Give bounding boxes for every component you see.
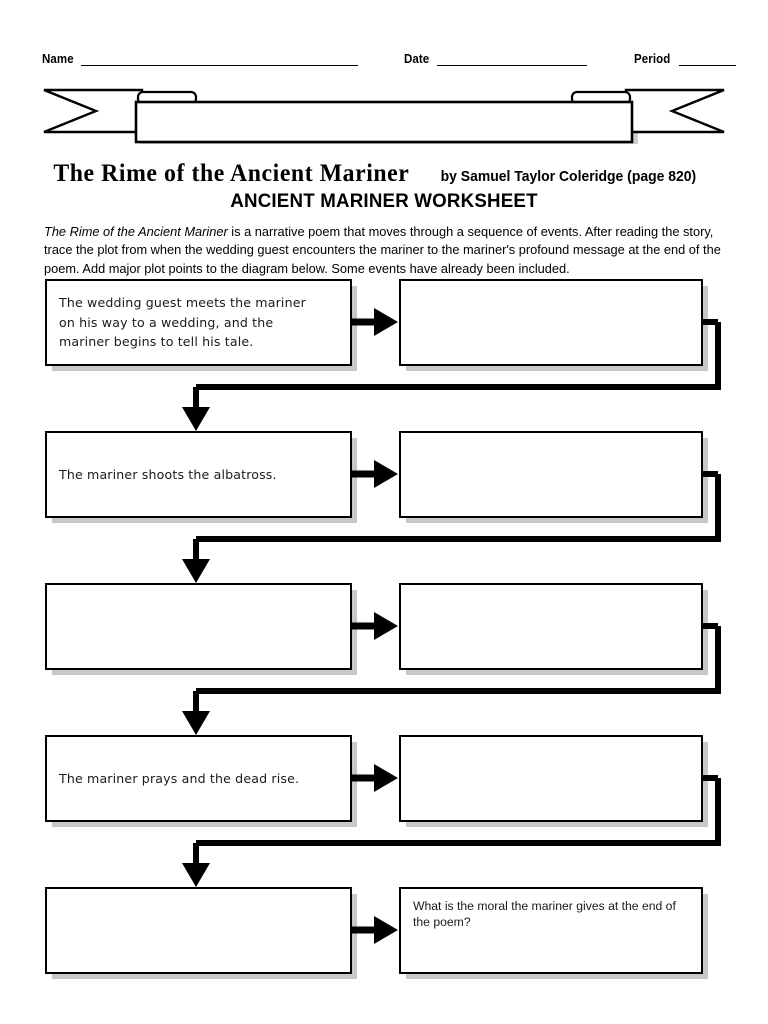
plot-box-5-right[interactable]: What is the moral the mariner gives at t… xyxy=(399,887,703,974)
date-input-rule[interactable] xyxy=(436,52,587,66)
name-label: Name xyxy=(42,52,74,66)
name-field[interactable]: Name xyxy=(42,52,359,66)
plot-box-2-left[interactable]: The mariner shoots the albatross. xyxy=(45,431,352,518)
plot-box-3-left[interactable] xyxy=(45,583,352,670)
plot-box-2-right[interactable] xyxy=(399,431,703,518)
plot-box-5-right-text: What is the moral the mariner gives at t… xyxy=(413,899,676,929)
ribbon-banner-graphic xyxy=(43,88,725,144)
down-arrowheads xyxy=(182,407,210,887)
ribbon-banner: ANCIENT MARINER WORKSHEET xyxy=(0,86,768,212)
plot-box-3-right[interactable] xyxy=(399,583,703,670)
poem-title-line: The Rime of the Ancient Mariner by Samue… xyxy=(44,160,744,190)
plot-box-1-right[interactable] xyxy=(399,279,703,366)
plot-box-4-left[interactable]: The mariner prays and the dead rise. xyxy=(45,735,352,822)
instructions-paragraph: The Rime of the Ancient Mariner is a nar… xyxy=(44,223,734,279)
diagram-connectors xyxy=(182,308,721,944)
instructions-body: is a narrative poem that moves through a… xyxy=(44,223,721,276)
plot-box-1-left-text: The wedding guest meets the mariner on h… xyxy=(59,295,306,349)
period-label: Period xyxy=(634,52,671,66)
plot-box-4-left-text: The mariner prays and the dead rise. xyxy=(59,770,300,786)
date-label: Date xyxy=(404,52,430,66)
poem-title: The Rime of the Ancient Mariner xyxy=(53,160,410,187)
period-field[interactable]: Period xyxy=(634,52,736,66)
plot-box-4-right[interactable] xyxy=(399,735,703,822)
student-info-row: Name Date Period xyxy=(0,44,768,66)
plot-box-2-left-text: The mariner shoots the albatross. xyxy=(59,466,277,482)
name-input-rule[interactable] xyxy=(81,52,359,66)
banner-title: ANCIENT MARINER WORKSHEET xyxy=(230,190,538,212)
instructions-title-italic: The Rime of the Ancient Mariner xyxy=(44,223,228,239)
date-field[interactable]: Date xyxy=(404,52,587,66)
plot-flow-diagram: The wedding guest meets the mariner on h… xyxy=(0,276,768,988)
poem-byline: by Samuel Taylor Coleridge (page 820) xyxy=(440,168,696,185)
plot-box-1-left[interactable]: The wedding guest meets the mariner on h… xyxy=(45,279,352,366)
period-input-rule[interactable] xyxy=(678,52,736,66)
right-arrows xyxy=(352,308,398,944)
plot-box-5-left[interactable] xyxy=(45,887,352,974)
